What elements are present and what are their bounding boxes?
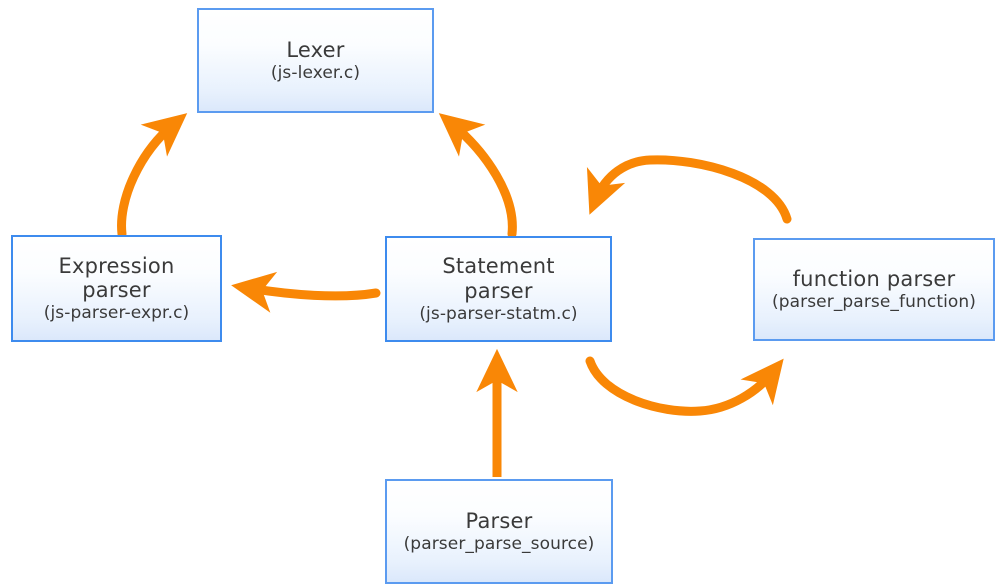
node-statement-parser-title-line2: parser: [464, 278, 533, 303]
node-lexer-title: Lexer: [286, 38, 345, 63]
node-expression-parser-subtitle: (js-parser-expr.c): [43, 303, 190, 324]
edge-statement-to-function: [585, 356, 784, 416]
node-parser-subtitle: (parser_parse_source): [403, 533, 595, 554]
edge-expression-to-lexer: [117, 113, 188, 239]
node-function-parser-title: function parser: [792, 267, 956, 292]
node-expression-parser[interactable]: Expression parser (js-parser-expr.c): [11, 235, 222, 342]
node-statement-parser-subtitle: (js-parser-statm.c): [419, 303, 578, 324]
node-parser[interactable]: Parser (parser_parse_source): [385, 479, 613, 584]
edge-function-to-statement: [586, 155, 792, 224]
node-statement-parser-title-line1: Statement: [442, 254, 555, 279]
node-statement-parser[interactable]: Statement parser (js-parser-statm.c): [385, 236, 612, 342]
node-expression-parser-title-line1: Expression: [58, 253, 175, 278]
node-function-parser-subtitle: (parser_parse_function): [771, 291, 977, 312]
node-lexer-subtitle: (js-lexer.c): [270, 62, 361, 83]
edge-statement-to-expression: [231, 271, 381, 313]
edge-statement-to-lexer: [438, 113, 517, 239]
node-expression-parser-title-line2: parser: [82, 278, 151, 303]
node-lexer[interactable]: Lexer (js-lexer.c): [197, 8, 434, 113]
node-parser-title: Parser: [465, 509, 533, 534]
node-function-parser[interactable]: function parser (parser_parse_function): [753, 238, 995, 341]
